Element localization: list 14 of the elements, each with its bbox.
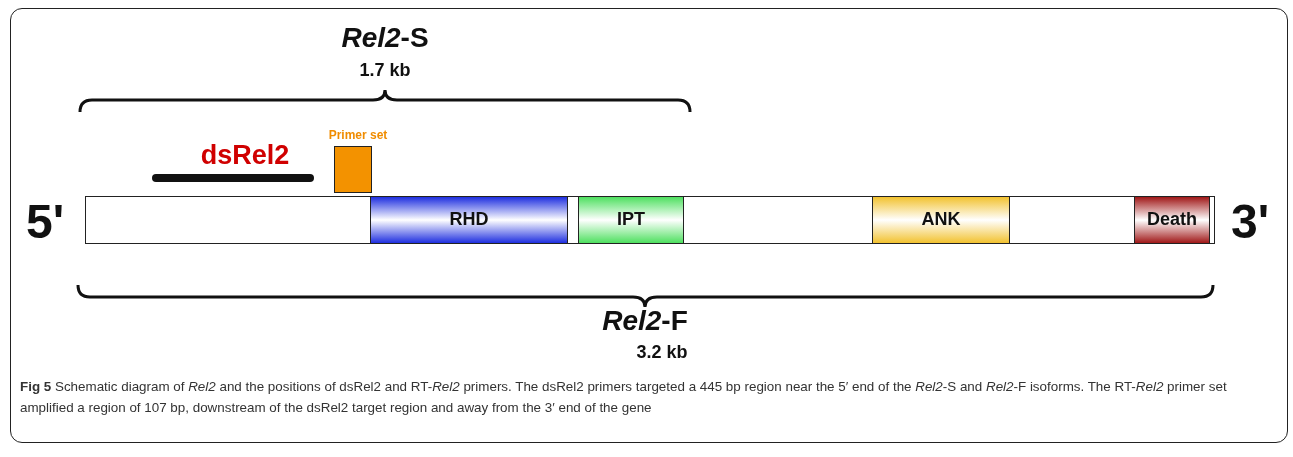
gene-bar — [85, 196, 1215, 244]
isoform-label: Rel2-F — [602, 305, 688, 337]
end-label: 5' — [25, 194, 65, 249]
primer-label: Primer set — [327, 128, 389, 142]
domain-box: IPT — [578, 195, 684, 244]
figure-caption: Fig 5 Schematic diagram of Rel2 and the positions of dsRel2 and RT-Rel2 primers. The dsRel2 primers targeted a 445 bp region near the 5′ end of the Rel2-S and Rel2-F isoforms. The RT-Rel2 primer set amplified a region of 107 bp, downstream of the dsRel2 target region and away from the 3′ end of the gene — [20, 378, 1228, 417]
probe-label: dsRel2 — [199, 140, 291, 171]
domain-box: RHD — [370, 195, 568, 244]
isoform-label: Rel2-S — [341, 22, 429, 54]
length-label: 3.2 kb — [636, 342, 688, 363]
domain-box: ANK — [872, 195, 1010, 244]
length-label: 1.7 kb — [359, 60, 411, 81]
domain-box: Death — [1134, 195, 1210, 244]
end-label: 3' — [1230, 194, 1270, 249]
